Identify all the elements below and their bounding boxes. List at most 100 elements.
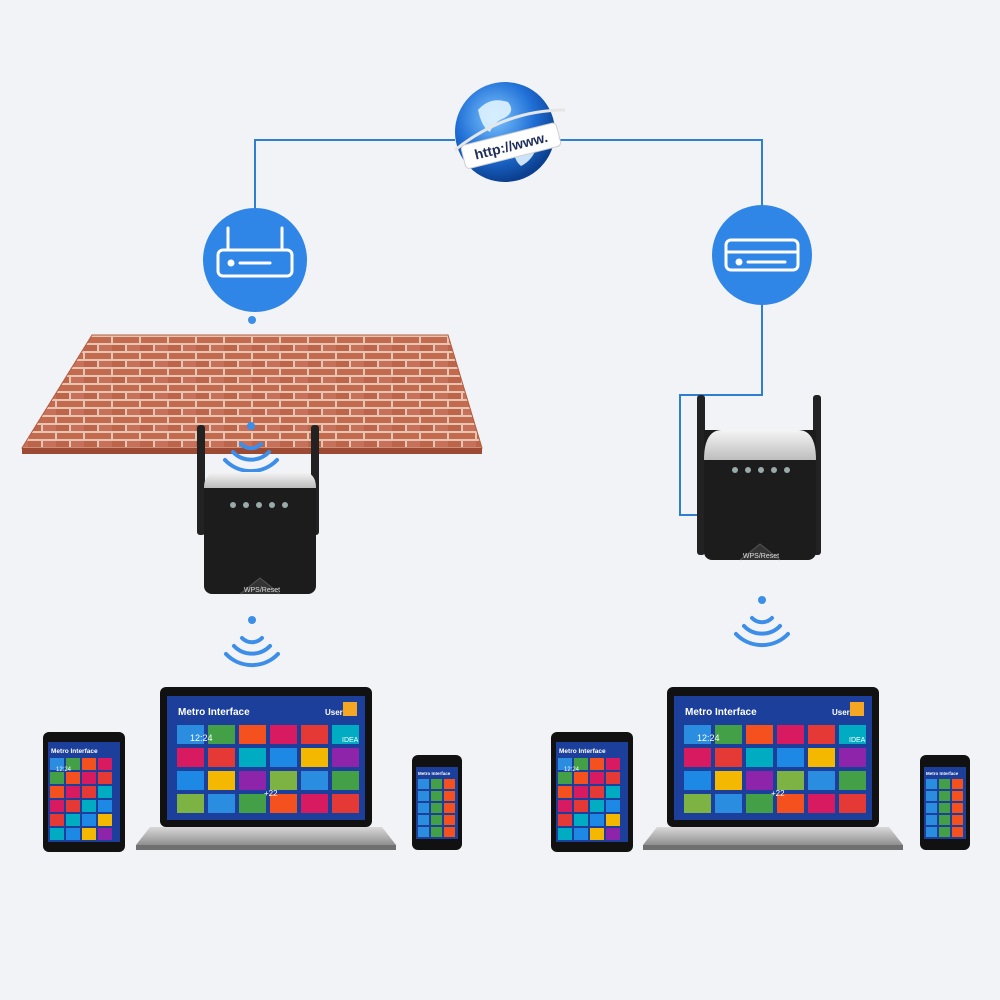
- link-globe-to-left-router: [254, 139, 455, 210]
- metro-tile: [939, 815, 950, 825]
- link-right-router-to-extender: [679, 305, 763, 516]
- internet-globe: http://www.: [454, 82, 566, 182]
- metro-tile: [715, 748, 742, 767]
- laptop-title-right: Metro Interface: [685, 707, 757, 718]
- laptop-user-right: User: [832, 708, 850, 717]
- metro-tile: [574, 786, 588, 798]
- metro-tile: [558, 814, 572, 826]
- metro-tile-grid: [684, 725, 866, 813]
- metro-tile: [558, 758, 572, 770]
- metro-tile: [558, 786, 572, 798]
- metro-tile: [590, 786, 604, 798]
- metro-tile: [98, 772, 112, 784]
- metro-tile: [177, 771, 204, 790]
- metro-tile: [239, 725, 266, 744]
- metro-tile: [839, 794, 866, 813]
- metro-tile: [715, 771, 742, 790]
- extender-label-right: WPS/Reset: [743, 553, 779, 560]
- metro-tile: [808, 771, 835, 790]
- metro-tile: [332, 794, 359, 813]
- metro-tile-grid: [50, 758, 112, 840]
- metro-tile-grid: [558, 758, 620, 840]
- metro-tile: [574, 800, 588, 812]
- metro-tile: [926, 827, 937, 837]
- metro-tile: [939, 827, 950, 837]
- metro-tile: [82, 786, 96, 798]
- metro-tile: [82, 800, 96, 812]
- metro-tile: [939, 779, 950, 789]
- metro-tile: [606, 786, 620, 798]
- metro-tile: [66, 786, 80, 798]
- metro-tile: [239, 794, 266, 813]
- metro-tile: [50, 828, 64, 840]
- link-lines: [254, 139, 763, 516]
- metro-tile: [270, 748, 297, 767]
- metro-tile: [777, 794, 804, 813]
- metro-tile: [50, 758, 64, 770]
- metro-tile: [684, 748, 711, 767]
- brick-wall: [21, 334, 483, 454]
- metro-tile: [715, 725, 742, 744]
- metro-tile: [939, 791, 950, 801]
- metro-tile: [418, 815, 429, 825]
- url-banner: [460, 122, 562, 169]
- modem-icon: [724, 238, 800, 272]
- metro-tile: [952, 827, 963, 837]
- metro-tile: [590, 814, 604, 826]
- metro-tile: [590, 758, 604, 770]
- phone-title-right: Metro Interface: [926, 771, 959, 776]
- tablet-left: Metro Interface 12:24: [43, 732, 125, 852]
- tablet-time-right: 12:24: [564, 767, 580, 773]
- metro-tile: [684, 771, 711, 790]
- metro-tile: [82, 772, 96, 784]
- metro-tile: [98, 800, 112, 812]
- metro-tile: [684, 725, 711, 744]
- metro-tile: [606, 814, 620, 826]
- metro-tile: [606, 828, 620, 840]
- metro-tile: [431, 779, 442, 789]
- metro-tile: [418, 803, 429, 813]
- metro-tile: [301, 725, 328, 744]
- metro-tile: [715, 794, 742, 813]
- metro-tile: [558, 800, 572, 812]
- left-wifi-extender: WPS/Reset: [197, 425, 319, 595]
- metro-tile: [606, 800, 620, 812]
- metro-tile: [66, 772, 80, 784]
- metro-tile: [50, 814, 64, 826]
- metro-tile: [926, 815, 937, 825]
- metro-tile: [746, 748, 773, 767]
- metro-tile: [444, 827, 455, 837]
- metro-tile: [574, 814, 588, 826]
- metro-tile: [50, 772, 64, 784]
- extender-label-left: WPS/Reset: [244, 587, 280, 594]
- metro-tile: [926, 779, 937, 789]
- metro-tile: [777, 725, 804, 744]
- wifi-icon-left-extender: [224, 616, 280, 668]
- metro-tile: [82, 814, 96, 826]
- metro-tile: [66, 800, 80, 812]
- metro-tile: [444, 779, 455, 789]
- metro-tile: [746, 725, 773, 744]
- laptop-user-left: User: [325, 708, 343, 717]
- phone-title-left: Metro Interface: [418, 771, 451, 776]
- metro-tile: [684, 794, 711, 813]
- phone-left: Metro Interface: [412, 755, 462, 850]
- metro-tile: [574, 772, 588, 784]
- metro-tile: [606, 772, 620, 784]
- metro-tile: [208, 771, 235, 790]
- metro-tile: [431, 827, 442, 837]
- router-icon: [216, 226, 294, 278]
- metro-tile: [777, 771, 804, 790]
- metro-tile: [66, 814, 80, 826]
- laptop-plus-left: +22: [264, 789, 278, 798]
- wifi-icon-right-extender: [734, 596, 790, 648]
- right-wifi-extender: WPS/Reset: [697, 395, 821, 561]
- metro-tile-grid: [926, 779, 963, 837]
- laptop-plus-right: +22: [771, 789, 785, 798]
- metro-tile: [590, 800, 604, 812]
- metro-tile: [332, 771, 359, 790]
- metro-tile: [301, 771, 328, 790]
- metro-tile: [418, 779, 429, 789]
